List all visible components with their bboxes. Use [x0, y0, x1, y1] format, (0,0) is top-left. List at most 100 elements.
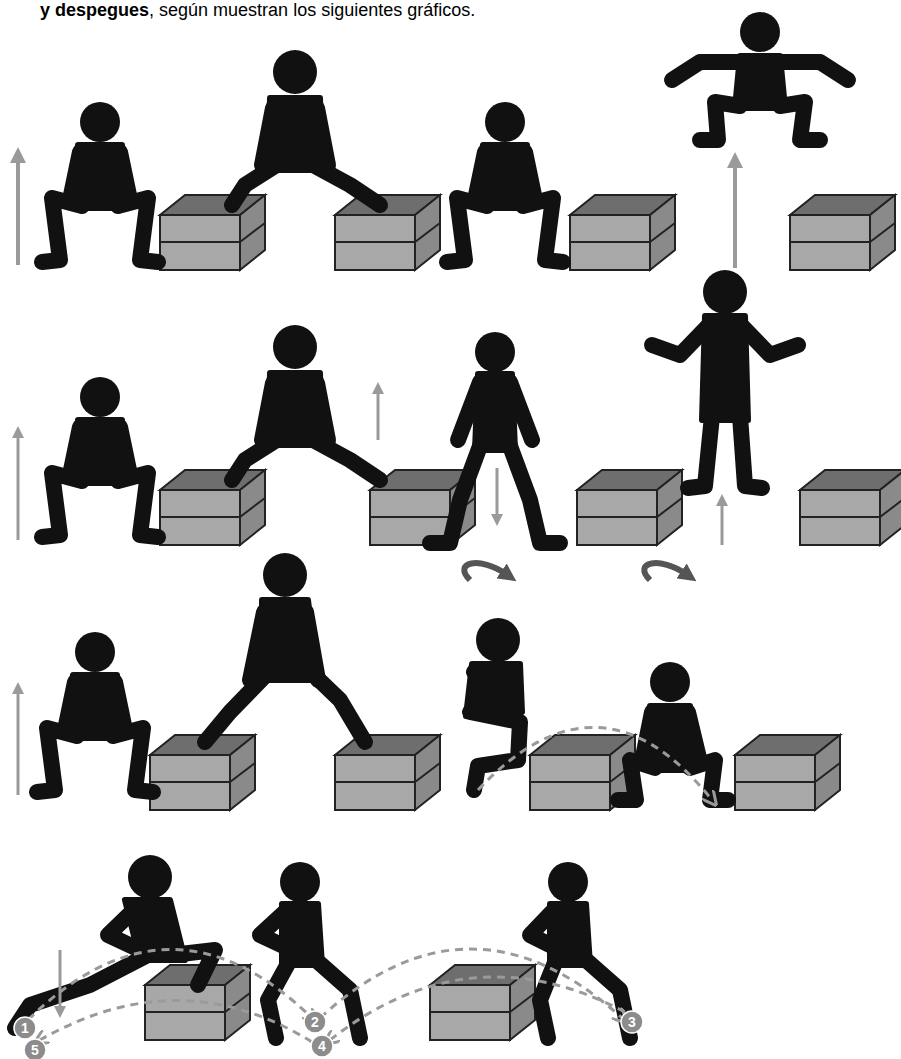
figure-limb: [115, 682, 125, 730]
stick-figure: [42, 102, 158, 262]
figure-limb: [120, 152, 130, 200]
stick-figure: [205, 553, 365, 742]
rotation-arrow: [464, 563, 506, 580]
figure-head: [703, 270, 747, 314]
step-box: [570, 195, 675, 270]
figure-limb: [118, 198, 158, 262]
jump-path: [28, 949, 312, 1020]
figure-limb: [262, 383, 273, 440]
figure-limb: [474, 672, 508, 692]
figure-limb: [430, 446, 480, 543]
figure-limb: [70, 152, 80, 200]
figure-limb: [232, 166, 275, 205]
figure-limb: [42, 198, 82, 262]
figure-limb: [70, 427, 80, 475]
figure-limb: [523, 198, 563, 262]
step-box: [160, 195, 265, 270]
figure-limb: [540, 960, 556, 1038]
figure-limb: [232, 441, 275, 480]
figure-limb: [317, 383, 328, 440]
figure-limb: [317, 108, 328, 165]
callout-circle: [24, 1039, 46, 1059]
step-box: [577, 470, 682, 545]
callout-circle: [14, 1017, 36, 1039]
figure-limb: [260, 912, 292, 950]
motion-arrow: [59, 950, 62, 1012]
stick-figure: [447, 102, 563, 262]
figure-head: [263, 553, 307, 597]
motion-arrow: [17, 432, 20, 540]
intro-text: y despegues: [40, 0, 149, 21]
stick-figure: [466, 618, 522, 790]
step-box: [790, 195, 895, 270]
figure-limb: [475, 152, 485, 200]
figure-head: [650, 662, 690, 702]
callout-number: 4: [311, 1035, 333, 1057]
figure-limb: [108, 906, 140, 950]
stick-figure: [37, 632, 153, 792]
stick-figure: [232, 50, 380, 205]
intro-text: , según muestran los siguientes gráficos…: [149, 0, 475, 21]
stick-figure: [260, 862, 360, 1038]
stick-figure: [232, 325, 380, 480]
figure-head: [740, 12, 780, 52]
motion-arrow: [733, 160, 737, 268]
figure-limb: [118, 473, 158, 537]
figure-limb: [65, 682, 75, 730]
step-box: [735, 735, 840, 810]
stick-figure: [530, 862, 630, 1038]
callout-number: 3: [621, 1011, 643, 1033]
figure-limb: [642, 712, 652, 762]
figure-limb: [672, 62, 742, 80]
figure-head: [485, 102, 525, 142]
figure-limb: [530, 912, 560, 950]
figure-limb: [205, 676, 265, 742]
callout-circle: [304, 1011, 326, 1033]
step-box: [160, 470, 265, 545]
callout-number: 2: [304, 1011, 326, 1033]
figure-limb: [306, 612, 318, 680]
stick-figure: [618, 662, 728, 800]
step-box: [335, 735, 440, 810]
step-box: [430, 965, 535, 1040]
figure-head: [80, 377, 120, 417]
figure-head: [475, 332, 515, 372]
figure-head: [280, 862, 320, 902]
figure-head: [75, 632, 115, 672]
figure-head: [476, 618, 520, 662]
figure-limb: [120, 427, 130, 475]
motion-arrow: [496, 468, 499, 520]
figure-head: [80, 102, 120, 142]
stick-figure: [15, 855, 215, 1028]
motion-arrow: [377, 388, 380, 440]
figure-limb: [740, 416, 762, 488]
rotation-arrow: [644, 563, 686, 580]
figure-limb: [510, 446, 560, 543]
jump-path: [320, 949, 622, 1018]
motion-arrow: [17, 688, 20, 795]
motion-arrow: [721, 500, 724, 545]
stick-figure: [42, 377, 158, 537]
step-box: [800, 470, 901, 545]
callout-number: 1: [14, 1017, 36, 1039]
figure-head: [273, 50, 317, 94]
figure-limb: [700, 102, 740, 140]
callout-circle: [311, 1035, 333, 1057]
stick-figure: [672, 12, 848, 140]
callout-circle: [621, 1011, 643, 1033]
figure-limb: [778, 62, 848, 80]
figure-head: [273, 325, 317, 369]
figure-limb: [525, 152, 535, 200]
motion-arrow: [16, 155, 20, 265]
figure-limb: [262, 108, 273, 165]
callout-number: 5: [24, 1039, 46, 1059]
jump-path: [330, 977, 625, 1040]
figure-limb: [780, 102, 820, 140]
heading-line: y despegues, según muestran los siguient…: [40, 0, 475, 21]
figure-limb: [113, 728, 153, 792]
figure-limb: [458, 382, 480, 440]
figure-limb: [37, 728, 77, 792]
figure-limb: [652, 326, 708, 355]
